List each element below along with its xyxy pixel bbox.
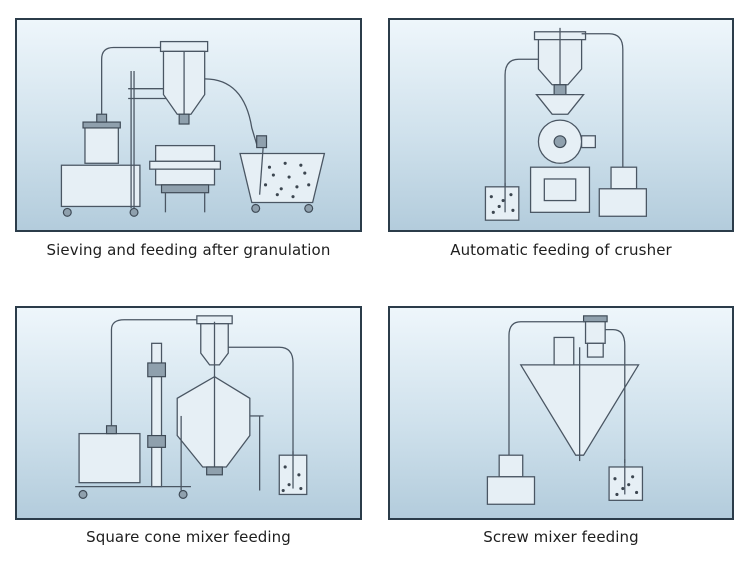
caption-crusher: Automatic feeding of crusher (450, 241, 672, 259)
vacuum-hose (101, 46, 166, 115)
right-hose (605, 328, 626, 464)
material-container (484, 186, 520, 221)
vacuum-motor (84, 125, 119, 164)
transfer-hose (204, 78, 259, 148)
caption-sieving: Sieving and feeding after granulation (46, 241, 331, 259)
caption-square-cone: Square cone mixer feeding (86, 528, 291, 546)
caption-screw-mixer: Screw mixer feeding (483, 528, 639, 546)
vacuum-cabinet (78, 432, 141, 484)
crusher-funnel (535, 93, 585, 115)
panel-crusher-feeding (388, 18, 734, 232)
vacuum-cabinet (60, 164, 141, 208)
right-hose (228, 346, 294, 456)
screw-mixer-illustration (486, 315, 644, 505)
material-bin (239, 152, 326, 204)
feed-hopper (584, 319, 606, 344)
panel-screw-mixer (388, 306, 734, 520)
vibrating-sieve (154, 144, 216, 162)
right-hose (581, 33, 624, 168)
left-hose (504, 58, 539, 187)
feed-hopper-top (159, 40, 209, 53)
square-cone-mixer-illustration (75, 315, 308, 499)
panel-sieving-granulation (15, 18, 362, 232)
crusher-feeding-illustration (484, 27, 648, 221)
material-bucket (608, 466, 644, 501)
vacuum-motor (610, 166, 638, 190)
sieving-feeding-illustration (60, 40, 326, 217)
vacuum-cabinet (598, 188, 648, 217)
left-hose (508, 321, 586, 456)
crusher-base (529, 166, 591, 213)
mixer-drive (553, 336, 575, 366)
vacuum-hose (110, 319, 201, 426)
vacuum-motor (498, 454, 524, 478)
cone-mixer-body (176, 375, 251, 468)
vacuum-cabinet (486, 476, 536, 505)
panel-square-cone-mixer (15, 306, 362, 520)
